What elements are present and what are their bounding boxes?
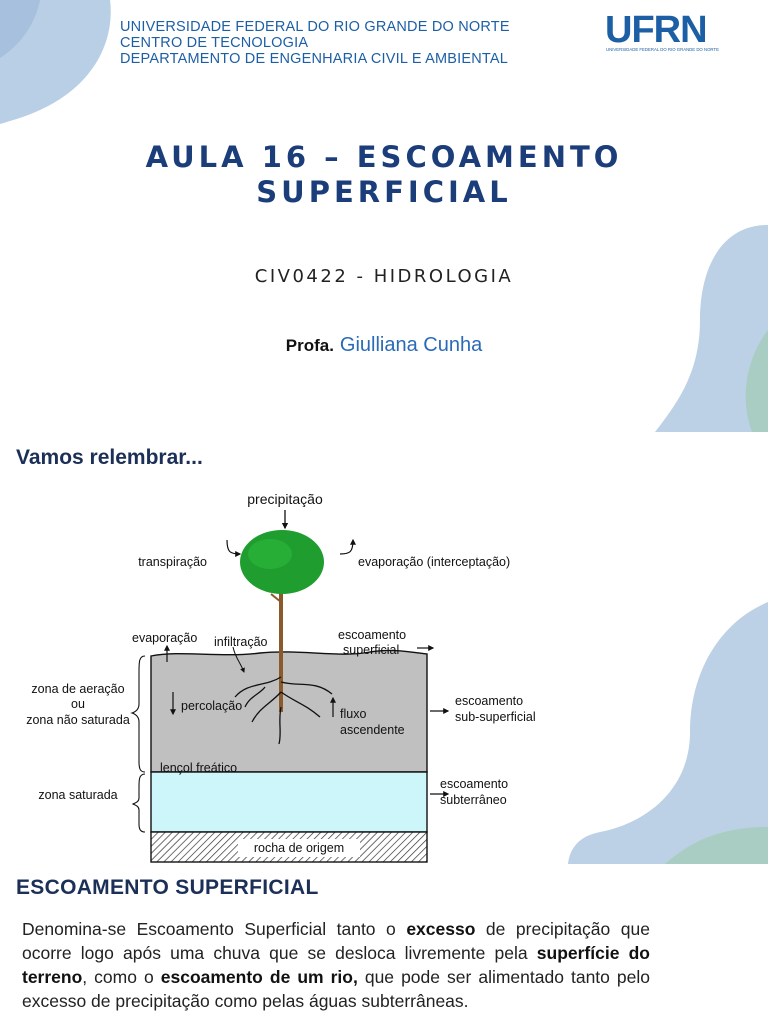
professor-line: Profa. Giulliana Cunha (0, 334, 768, 357)
label-surface-runoff-2: superficial (343, 643, 399, 657)
content-slide: Vamos relembrar... (0, 432, 768, 1024)
label-infiltration: infiltração (214, 635, 268, 649)
recap-heading: Vamos relembrar... (16, 446, 203, 469)
label-evaporation: evaporação (132, 631, 197, 645)
label-groundwater-1: escoamento (440, 777, 508, 791)
decor-blob-top-left (0, 0, 768, 432)
decor-blob-right (568, 602, 768, 864)
svg-text:UFRN: UFRN (605, 10, 707, 51)
label-percolation: percolação (181, 699, 242, 713)
label-aeration-1: zona de aeração (31, 682, 124, 696)
label-transpiration: transpiração (138, 555, 207, 569)
institution-header: UNIVERSIDADE FEDERAL DO RIO GRANDE DO NO… (120, 19, 510, 67)
brace-saturated (131, 773, 146, 833)
paragraph-bold-river: escoamento de um rio, (160, 967, 358, 987)
section-heading: ESCOAMENTO SUPERFICIAL (16, 876, 319, 899)
lecture-title: AULA 16 – ESCOAMENTO SUPERFICIAL (0, 140, 768, 210)
university-name: UNIVERSIDADE FEDERAL DO RIO GRANDE DO NO… (120, 19, 510, 35)
soil-aeration-zone (150, 649, 428, 773)
label-upward-1: fluxo (340, 707, 366, 721)
label-saturated: zona saturada (38, 788, 117, 802)
hydrologic-cycle-diagram: precipitação transpiração evaporação (in… (26, 491, 536, 863)
label-groundwater-2: subterrâneo (440, 793, 507, 807)
paragraph-bold-surface: superfície do terreno (22, 943, 650, 987)
saturated-zone (150, 771, 428, 833)
label-subsurface-2: sub-superficial (455, 710, 536, 724)
professor-name: Giulliana Cunha (339, 334, 483, 356)
label-evap-interception: evaporação (interceptação) (358, 555, 510, 569)
paragraph-text-3: , como o (82, 967, 161, 987)
label-surface-runoff-1: escoamento (338, 628, 406, 642)
tree-icon (234, 530, 333, 745)
label-water-table: lençol freático (160, 761, 237, 775)
title-line-1: AULA 16 – ESCOAMENTO (145, 140, 623, 174)
label-subsurface-1: escoamento (455, 694, 523, 708)
paragraph-text-1: Denomina-se Escoamento Superficial tanto… (22, 919, 407, 939)
label-aeration-2: ou (71, 697, 85, 711)
label-upward-2: ascendente (340, 723, 405, 737)
title-line-2: SUPERFICIAL (256, 175, 512, 209)
center-name: CENTRO DE TECNOLOGIA (120, 35, 309, 51)
paragraph-text-4: que pode ser alimentado tanto pelo exces… (22, 967, 650, 1011)
label-aeration-3: zona não saturada (26, 713, 130, 727)
ufrn-logo: UFRN UNIVERSIDADE FEDERAL DO RIO GRANDE … (605, 9, 740, 54)
label-precipitation: precipitação (247, 491, 323, 507)
department-name: DEPARTAMENTO DE ENGENHARIA CIVIL E AMBIE… (120, 51, 509, 67)
label-bedrock: rocha de origem (254, 841, 344, 855)
definition-paragraph: Denomina-se Escoamento Superficial tanto… (22, 917, 650, 1013)
professor-label: Profa. (285, 336, 334, 355)
paragraph-bold-excess: excesso (406, 919, 476, 939)
paragraph-text-2: de precipitação que ocorre logo após uma… (22, 919, 650, 963)
svg-text:UNIVERSIDADE FEDERAL DO RIO GR: UNIVERSIDADE FEDERAL DO RIO GRANDE DO NO… (606, 47, 719, 52)
title-slide: UNIVERSIDADE FEDERAL DO RIO GRANDE DO NO… (0, 0, 768, 432)
course-code: CIV0422 - HIDROLOGIA (254, 266, 514, 287)
brace-aeration (130, 655, 146, 773)
